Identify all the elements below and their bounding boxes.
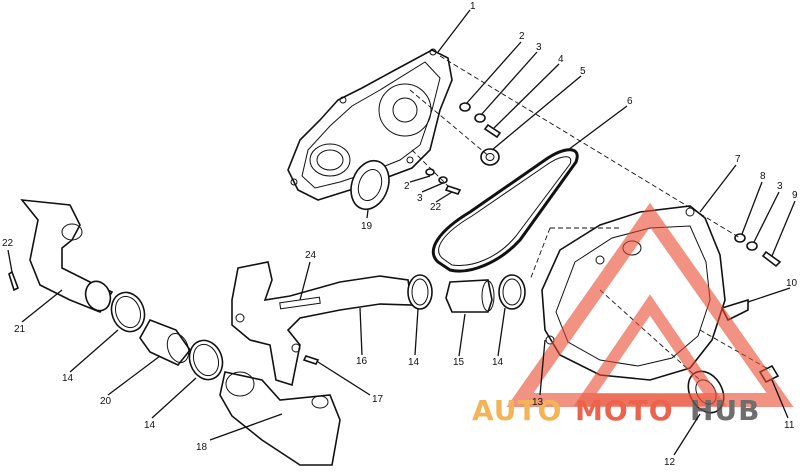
watermark-text-hub: HUB bbox=[690, 394, 761, 427]
label-11: 11 bbox=[784, 420, 795, 431]
label-7: 7 bbox=[735, 154, 741, 165]
seal-19 bbox=[350, 159, 390, 211]
label-14-lower: 14 bbox=[144, 420, 156, 431]
sleeve-15 bbox=[445, 279, 495, 313]
watermark-triangle-inner bbox=[573, 294, 727, 406]
label-9: 9 bbox=[792, 190, 798, 201]
label-4: 4 bbox=[558, 54, 564, 65]
label-22-lower: 22 bbox=[430, 202, 442, 213]
label-19: 19 bbox=[361, 221, 373, 232]
fasteners-right bbox=[734, 233, 782, 268]
label-3-upper: 3 bbox=[536, 42, 542, 53]
label-22-left: 22 bbox=[2, 238, 14, 249]
label-2-lower: 2 bbox=[404, 181, 410, 192]
label-16: 16 bbox=[356, 356, 368, 367]
label-15: 15 bbox=[453, 357, 465, 368]
label-20: 20 bbox=[100, 396, 112, 407]
duct-16 bbox=[231, 261, 413, 387]
leader-lines bbox=[7, 9, 796, 456]
watermark-logo: AUTO MOTO HUB bbox=[472, 202, 794, 427]
label-18: 18 bbox=[196, 442, 208, 453]
clamp-14a bbox=[110, 291, 146, 333]
label-5: 5 bbox=[580, 66, 586, 77]
screw-22a bbox=[8, 270, 20, 292]
drive-belt bbox=[431, 148, 579, 273]
label-10: 10 bbox=[786, 278, 798, 289]
duct-20 bbox=[139, 319, 191, 366]
screw-17 bbox=[302, 355, 320, 365]
clamp-14d bbox=[498, 274, 526, 310]
label-14-mid: 14 bbox=[408, 357, 420, 368]
label-2-upper: 2 bbox=[519, 31, 525, 42]
label-14-left: 14 bbox=[62, 373, 74, 384]
label-3-right: 3 bbox=[777, 181, 783, 192]
label-1: 1 bbox=[470, 1, 476, 12]
label-13: 13 bbox=[532, 397, 544, 408]
clamp-14c bbox=[407, 274, 433, 310]
label-21: 21 bbox=[14, 324, 26, 335]
intake-duct-21 bbox=[20, 199, 114, 313]
alignment-lines bbox=[409, 55, 771, 381]
watermark-text-auto: AUTO bbox=[472, 394, 562, 427]
label-14-right: 14 bbox=[492, 357, 504, 368]
clamp-14b bbox=[188, 339, 224, 381]
label-8: 8 bbox=[760, 171, 766, 182]
label-6: 6 bbox=[627, 96, 633, 107]
label-17: 17 bbox=[372, 394, 384, 405]
label-24: 24 bbox=[305, 250, 317, 261]
label-12: 12 bbox=[664, 457, 676, 468]
watermark-text-moto: MOTO bbox=[575, 394, 674, 427]
inner-cover-housing bbox=[287, 48, 453, 201]
duct-18 bbox=[219, 371, 341, 466]
label-3-lower: 3 bbox=[417, 193, 423, 204]
